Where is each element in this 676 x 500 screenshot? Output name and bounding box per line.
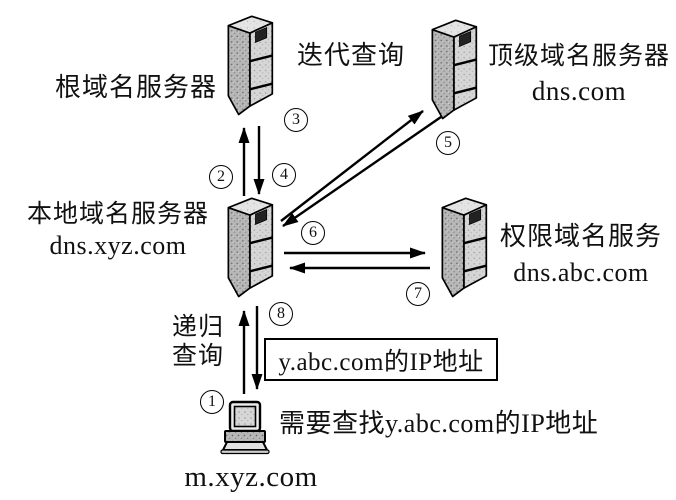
step-circle-2: 2 — [209, 165, 233, 189]
step-circle-8: 8 — [269, 302, 293, 326]
local-server-label: 本地域名服务器 dns.xyz.com — [20, 199, 216, 261]
recursive-query-label: 递归 查询 — [170, 313, 226, 371]
step-circle-4: 4 — [272, 163, 296, 187]
arrow-tld-to-local — [282, 116, 442, 227]
root-server-label: 根域名服务器 — [54, 73, 217, 102]
host-name-label: m.xyz.com — [184, 461, 318, 493]
local-server-domain: dns.xyz.com — [49, 231, 187, 260]
step-circle-1: 1 — [200, 390, 224, 414]
ip-result-box: y.abc.com的IP地址 — [264, 338, 498, 381]
iterative-query-label: 迭代查询 — [297, 41, 406, 70]
tld-server-label: 顶级域名服务器 dns.com — [486, 40, 672, 108]
recursive-query-line2: 查询 — [171, 343, 224, 370]
local-server-name: 本地域名服务器 — [26, 201, 209, 228]
recursive-query-line1: 递归 — [171, 314, 224, 341]
host-query-caption: 需要查找y.abc.com的IP地址 — [279, 409, 599, 438]
root-server-tower-icon — [219, 12, 277, 116]
tld-server-domain: dns.com — [531, 76, 627, 106]
tld-server-name: 顶级域名服务器 — [487, 43, 670, 70]
tld-server-tower-icon — [423, 16, 481, 120]
step-circle-6: 6 — [301, 221, 325, 245]
auth-server-domain: dns.abc.com — [513, 258, 649, 287]
step-circle-3: 3 — [284, 108, 308, 132]
desktop-computer-icon — [220, 400, 270, 455]
auth-server-label: 权限域名服务 dns.abc.com — [492, 219, 670, 291]
local-server-tower-icon — [219, 194, 277, 298]
auth-server-tower-icon — [433, 194, 491, 298]
auth-server-name: 权限域名服务 — [499, 222, 662, 251]
step-circle-7: 7 — [406, 282, 430, 306]
step-circle-5: 5 — [436, 131, 460, 155]
